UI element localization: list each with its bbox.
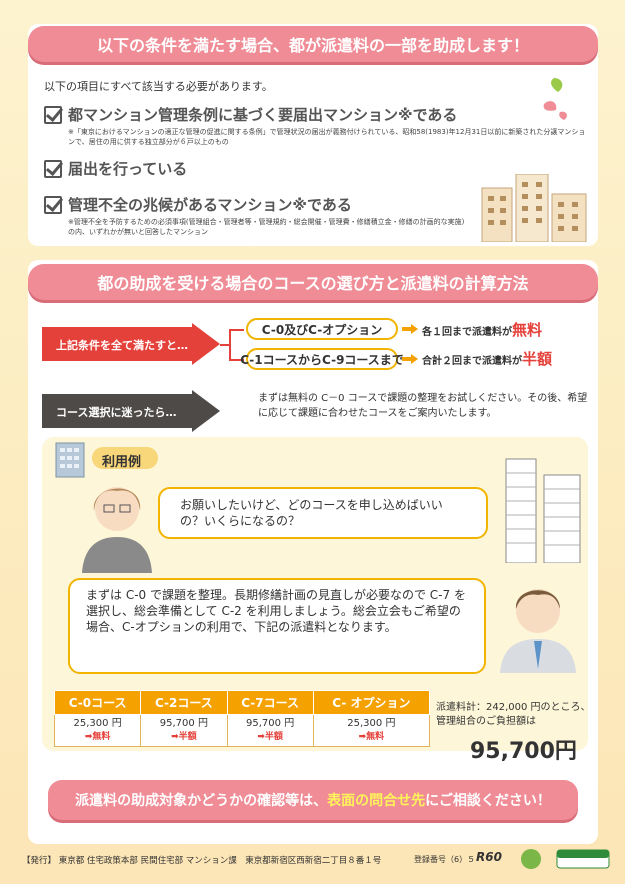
fee-discount: ➡無料 <box>358 732 385 742</box>
result-free-prefix: 各１回まで派遣料が <box>422 327 512 338</box>
tower-buildings-icon <box>505 458 581 563</box>
fee-discount: ➡無料 <box>84 732 111 742</box>
course-pill-c1-c9: C-1コースからC-9コースまで <box>240 348 404 370</box>
fee-cell-option: 25,300 円 ➡無料 <box>312 714 431 747</box>
condition-label: 届出を行っている <box>68 160 188 178</box>
condition-label: 管理不全の兆候があるマンション※である <box>68 196 352 214</box>
confused-arrow: コース選択に迷ったら… <box>42 390 220 432</box>
course-pill-c0-option: C-0及びC-オプション <box>246 318 398 340</box>
buildings-illustration-icon <box>481 174 587 242</box>
fee-header-option: C- オプション <box>312 690 431 715</box>
result-half-highlight: 半額 <box>522 350 553 368</box>
fee-header-c0: C-0コース <box>53 690 142 715</box>
fee-cell-c0: 25,300 円 ➡無料 <box>53 714 142 747</box>
footer-publisher: 【発行】 東京都 住宅政策本部 民間住宅部 マンション課 東京都新宿区西新宿二丁… <box>22 856 382 866</box>
condition-note: ※管理不全を予防するための必須事項(管理組合・管理者等・管理規約・総会開催・管理… <box>68 218 465 236</box>
condition-label: 都マンション管理条例に基づく要届出マンション※である <box>68 106 458 124</box>
fee-discount: ➡半額 <box>257 732 283 742</box>
condition-arrow-label: 上記条件を全て満たすと… <box>56 339 188 352</box>
confused-arrow-label: コース選択に迷ったら… <box>56 406 177 419</box>
condition-item-1: 都マンション管理条例に基づく要届出マンション※である <box>44 104 457 125</box>
total-description: 派遣料計：242,000 円のところ、 管理組合のご負担額は <box>436 701 591 729</box>
total-amount: 95,700円 <box>470 739 577 764</box>
condition-item-2: 届出を行っている <box>44 158 187 179</box>
example-panel: 利用例 お願いしたいけど、どのコースを申し込めばいいの？いくらになるの？ <box>42 437 591 764</box>
r60-mark: R60 <box>476 850 502 864</box>
result-half: 合計２回まで派遣料が半額 <box>422 348 552 369</box>
condition-note: ※「東京におけるマンションの適正な管理の促進に関する条例」で管理状況の届出が義務… <box>68 128 586 146</box>
leaf-decoration-icon <box>543 78 567 120</box>
example-label-bg <box>92 447 158 469</box>
fee-table: C-0コース C-2コース C-7コース C- オプション 25,300 円 ➡無… <box>53 690 431 747</box>
building-icon <box>55 442 85 478</box>
fee-price: 25,300 円 <box>73 718 122 729</box>
result-free: 各１回まで派遣料が無料 <box>422 319 542 340</box>
fee-cell-c7: 95,700 円 ➡半額 <box>226 714 314 747</box>
conditions-banner: 以下の条件を満たす場合、都が派遣料の一部を助成します！ <box>28 26 598 62</box>
consult-banner: 派遣料の助成対象かどうかの確認等は、表面の問合せ先にご相談ください！ <box>48 780 578 820</box>
course-advice: まずは無料の C－0 コースで課題の整理をお試しください。その後、希望に応じて課… <box>258 393 588 419</box>
woman-avatar-icon <box>82 487 152 573</box>
total-line-2: 管理組合のご負担額は <box>436 716 536 727</box>
result-free-highlight: 無料 <box>512 321 543 339</box>
result-half-prefix: 合計２回まで派遣料が <box>422 356 522 367</box>
checkbox-icon <box>44 105 62 124</box>
vegetable-ink-icon <box>521 849 541 869</box>
recycle-mark-icon <box>556 849 610 869</box>
fee-price: 25,300 円 <box>347 718 396 729</box>
arrow-right-icon <box>402 324 418 334</box>
fee-price: 95,700 円 <box>159 718 208 729</box>
question-bubble: お願いしたいけど、どのコースを申し込めばいいの？いくらになるの？ <box>158 487 488 539</box>
conditions-section: 以下の条件を満たす場合、都が派遣料の一部を助成します！ 以下の項目にすべて該当す… <box>28 24 598 246</box>
fee-header-c2: C-2コース <box>140 690 228 715</box>
condition-item-3: 管理不全の兆候があるマンション※である <box>44 194 352 215</box>
man-avatar-icon <box>500 589 576 673</box>
arrow-right-icon <box>402 354 418 364</box>
condition-arrow: 上記条件を全て満たすと… <box>42 323 220 365</box>
course-banner: 都の助成を受ける場合のコースの選び方と派遣料の計算方法 <box>28 264 598 300</box>
course-section: 都の助成を受ける場合のコースの選び方と派遣料の計算方法 上記条件を全て満たすと…… <box>28 260 598 844</box>
consult-suffix: にご相談ください！ <box>425 793 551 809</box>
consult-prefix: 派遣料の助成対象かどうかの確認等は、 <box>75 793 328 809</box>
confused-arrow-icon <box>42 390 220 432</box>
checkbox-icon <box>44 195 62 214</box>
footer-registration: 登録番号（6）５ <box>414 855 476 864</box>
fee-price: 95,700 円 <box>246 718 295 729</box>
fee-discount: ➡半額 <box>171 732 197 742</box>
conditions-intro: 以下の項目にすべて該当する必要があります。 <box>44 80 273 93</box>
fee-cell-c2: 95,700 円 ➡半額 <box>140 714 228 747</box>
table-row: 25,300 円 ➡無料 95,700 円 ➡半額 95,700 円 ➡半額 25,3… <box>53 714 431 747</box>
fee-header-c7: C-7コース <box>226 690 314 715</box>
condition-arrow-icon <box>42 323 220 365</box>
example-label: 利用例 <box>102 455 142 470</box>
total-line-1: 派遣料計：242,000 円のところ、 <box>436 702 591 713</box>
consult-highlight: 表面の問合せ先 <box>327 793 426 809</box>
branch-lines-icon <box>220 329 244 361</box>
answer-bubble: まずは C-0 で課題を整理。長期修繕計画の見直しが必要なので C-7 を選択し… <box>68 578 486 674</box>
checkbox-icon <box>44 159 62 178</box>
